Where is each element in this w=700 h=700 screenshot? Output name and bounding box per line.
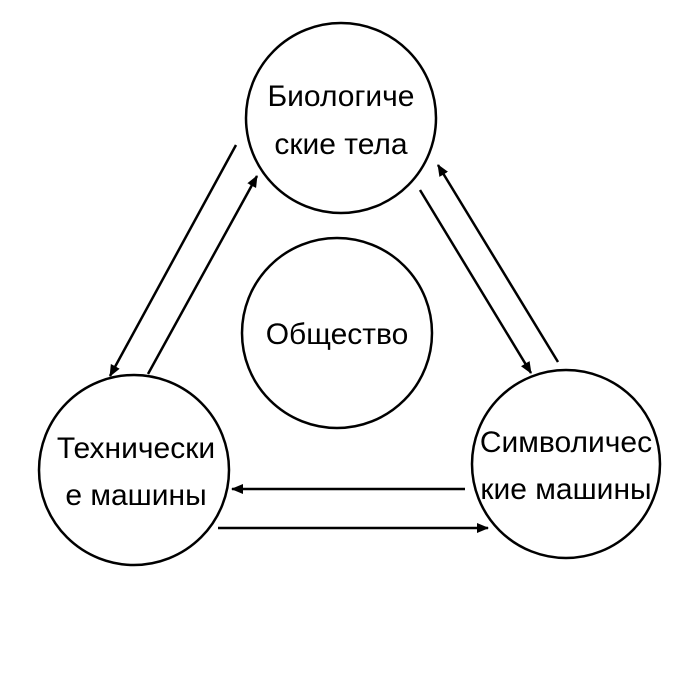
node-biological-bodies: Биологиче ские тела <box>244 21 438 215</box>
node-circle <box>244 21 438 215</box>
node-society: Общество <box>240 236 434 430</box>
node-label-line1: Технически <box>57 432 215 465</box>
node-circle <box>470 368 662 560</box>
node-symbolic-machines: Символичес кие машины <box>470 368 662 560</box>
node-label-line2: ские тела <box>274 128 407 161</box>
arrow-symbolic-to-biological <box>436 164 560 363</box>
node-label-line2: кие машины <box>480 473 651 506</box>
node-technical-machines: Технически е машины <box>37 373 231 567</box>
node-circle <box>240 236 434 430</box>
node-label-line1: Символичес <box>480 426 652 459</box>
node-label: Общество <box>266 318 409 351</box>
node-label-line1: Биологиче <box>267 80 414 113</box>
arrow-biological-to-symbolic <box>418 189 533 374</box>
arrow-biological-to-technical <box>108 144 238 377</box>
node-circle <box>37 373 231 567</box>
node-label-line2: е машины <box>65 479 206 512</box>
arrow-technical-to-biological <box>146 175 259 375</box>
